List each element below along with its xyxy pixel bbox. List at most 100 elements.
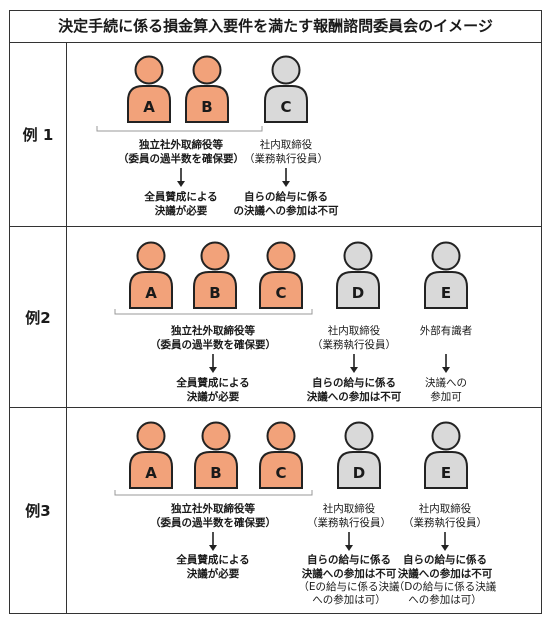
group-result: 決議への参加は不可 xyxy=(307,390,402,403)
person-head-icon xyxy=(344,421,374,451)
person-body-icon xyxy=(194,451,238,489)
person-letter: E xyxy=(441,464,451,482)
arrow-head-icon xyxy=(177,181,185,187)
group-result: 自らの給与に係る xyxy=(244,190,328,203)
person-letter: B xyxy=(210,464,221,482)
person-letter: A xyxy=(145,284,157,302)
person-head-icon xyxy=(271,55,301,85)
group-result: 自らの給与に係る xyxy=(403,553,487,566)
person-a: A xyxy=(127,55,171,123)
diagram-frame: 決定手続に係る損金算入要件を満たす報酬諮問委員会のイメージ 例 1 A B C 独立社… xyxy=(9,10,542,614)
person-e: E xyxy=(424,421,468,489)
group-result: 自らの給与に係る xyxy=(312,376,396,389)
group-label: （委員の過半数を確保要） xyxy=(118,152,244,165)
person-body-icon xyxy=(129,451,173,489)
group-label: 社内取締役 xyxy=(419,502,472,515)
person-b: B xyxy=(194,421,238,489)
person-body-icon xyxy=(424,271,468,309)
group-result: の決議への参加は不可 xyxy=(234,204,339,217)
arrow-head-icon xyxy=(209,545,217,551)
example-label: 例2 xyxy=(10,227,67,407)
person-letter: B xyxy=(209,284,220,302)
group-note: （Eの給与に係る決議 xyxy=(298,580,400,593)
group-bracket xyxy=(114,490,313,496)
person-body-icon xyxy=(127,85,171,123)
person-letter: C xyxy=(275,284,286,302)
person-a: A xyxy=(129,241,173,309)
group-label: （業務執行役員） xyxy=(403,516,487,529)
person-letter: B xyxy=(201,98,212,116)
group-label: （委員の過半数を確保要） xyxy=(150,516,276,529)
person-letter: C xyxy=(280,98,291,116)
example-row-1: 例 1 A B C 独立社外取締役等（委員の過半数を確保要） 全員賛成による決議が必要 社… xyxy=(10,43,541,226)
person-a: A xyxy=(129,421,173,489)
person-letter: D xyxy=(353,464,365,482)
person-head-icon xyxy=(431,241,461,271)
person-letter: E xyxy=(441,284,451,302)
diagram-title: 決定手続に係る損金算入要件を満たす報酬諮問委員会のイメージ xyxy=(10,11,541,43)
group-result: 決議が必要 xyxy=(187,390,240,403)
group-label: 外部有識者 xyxy=(420,324,473,337)
example-label: 例 1 xyxy=(10,43,67,226)
group-result: 決議への参加は不可 xyxy=(398,567,493,580)
person-b: B xyxy=(185,55,229,123)
arrow-head-icon xyxy=(209,367,217,373)
person-body-icon xyxy=(336,271,380,309)
group-label: （業務執行役員） xyxy=(312,338,396,351)
group-label: 独立社外取締役等 xyxy=(170,502,255,515)
person-head-icon xyxy=(201,421,231,451)
group-label: （委員の過半数を確保要） xyxy=(150,338,276,351)
arrow-head-icon xyxy=(350,367,358,373)
group-bracket xyxy=(96,126,263,132)
person-letter: A xyxy=(143,98,155,116)
example-row-3: 例3 A B C D E 独立社外取締役等（委員の過半数を確保要） 全員賛成による決議が必要… xyxy=(10,407,541,613)
group-result: 決議が必要 xyxy=(187,567,240,580)
person-d: D xyxy=(337,421,381,489)
person-body-icon xyxy=(185,85,229,123)
person-d: D xyxy=(336,241,380,309)
group-result: 全員賛成による xyxy=(175,553,249,566)
person-head-icon xyxy=(266,421,296,451)
arrow-head-icon xyxy=(442,367,450,373)
group-label: （業務執行役員） xyxy=(307,516,391,529)
group-result: 自らの給与に係る xyxy=(307,553,391,566)
group-result: 決議への xyxy=(425,376,467,389)
arrow-head-icon xyxy=(282,181,290,187)
person-b: B xyxy=(193,241,237,309)
group-label: 独立社外取締役等 xyxy=(138,138,223,151)
person-head-icon xyxy=(343,241,373,271)
group-label: 社内取締役 xyxy=(260,138,313,151)
group-note: （Dの給与に係る決議 xyxy=(394,580,497,593)
person-body-icon xyxy=(259,451,303,489)
person-c: C xyxy=(264,55,308,123)
group-bracket xyxy=(114,309,313,315)
person-letter: A xyxy=(145,464,157,482)
group-label: （業務執行役員） xyxy=(244,152,328,165)
person-body-icon xyxy=(264,85,308,123)
group-label: 社内取締役 xyxy=(328,324,381,337)
person-letter: C xyxy=(275,464,286,482)
group-result: 全員賛成による xyxy=(143,190,217,203)
person-body-icon xyxy=(424,451,468,489)
person-head-icon xyxy=(136,241,166,271)
group-label: 社内取締役 xyxy=(323,502,376,515)
group-result: 決議が必要 xyxy=(155,204,208,217)
arrow-head-icon xyxy=(441,545,449,551)
group-note: への参加は可） xyxy=(408,593,482,606)
person-body-icon xyxy=(337,451,381,489)
group-result: 決議への参加は不可 xyxy=(302,567,397,580)
group-result: 参加可 xyxy=(430,390,462,403)
person-c: C xyxy=(259,241,303,309)
person-c: C xyxy=(259,421,303,489)
group-note: への参加は可） xyxy=(312,593,386,606)
group-result: 全員賛成による xyxy=(175,376,249,389)
person-head-icon xyxy=(192,55,222,85)
person-body-icon xyxy=(259,271,303,309)
person-head-icon xyxy=(200,241,230,271)
example-label: 例3 xyxy=(10,408,67,613)
person-body-icon xyxy=(193,271,237,309)
